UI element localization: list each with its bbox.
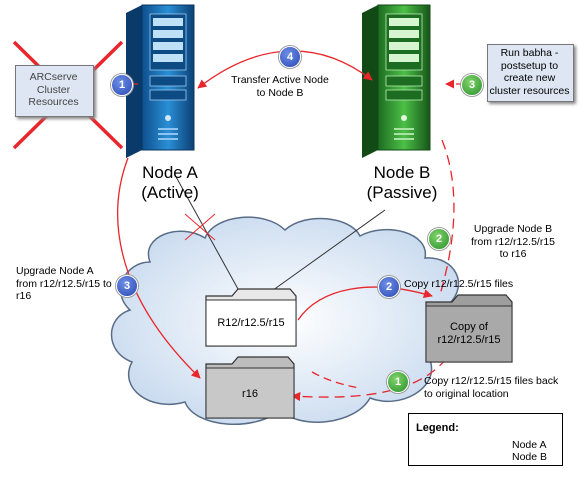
node-a-title: Node A (Active)	[120, 163, 220, 203]
cluster-resources-label: ARCserve Cluster Resources	[28, 71, 79, 108]
transfer-label: Transfer Active Node to Node B	[231, 74, 329, 99]
legend-node-b-label: Node B	[512, 451, 548, 463]
node-a-name: Node A	[142, 163, 198, 182]
folder-copy-label: Copy of r12/r12.5/r15	[437, 321, 501, 346]
arrow-step3-upgrade-a	[117, 157, 201, 379]
copy-back-label: Copy r12/r12.5/r15 files back to origina…	[424, 375, 559, 400]
step-badge-a3: 3	[116, 275, 138, 297]
step-badge-b3: 3	[461, 74, 483, 96]
cancel-cross-icon	[184, 213, 216, 241]
step-badge-a4: 4	[279, 46, 301, 68]
folder-copy-icon	[425, 294, 513, 363]
node-b-name: Node B	[373, 163, 431, 182]
folder-r16-label: r16	[242, 388, 258, 400]
step-badge-a1: 1	[111, 74, 133, 96]
node-b-state: (Passive)	[366, 183, 438, 202]
folder-old-label: R12/r12.5/r15	[217, 317, 285, 329]
node-a-state: (Active)	[141, 183, 199, 202]
node-b-to-folder-line	[261, 209, 386, 299]
legend-title: Legend:	[416, 422, 459, 434]
node-b-title: Node B (Passive)	[352, 163, 452, 203]
step-badge-b2: 2	[428, 228, 450, 250]
step-badge-b1: 1	[387, 371, 409, 393]
upgrade-node-b-label: Upgrade Node B from r12/r12.5/r15 to r16	[470, 223, 556, 260]
arrow-dashed-node-b	[439, 139, 455, 297]
legend-node-a-label: Node A	[512, 439, 547, 451]
folder-r16-icon	[205, 356, 295, 419]
cluster-resources-box	[15, 65, 94, 117]
legend-box	[408, 413, 563, 466]
node-b-server-icon	[362, 4, 431, 158]
upgrade-node-a-label: Upgrade Node A from r12/r12.5/r15 to r16	[16, 265, 112, 302]
run-postsetup-label: Run babha -postsetup to create new clust…	[489, 47, 570, 97]
step-badge-a2: 2	[378, 276, 400, 298]
copy-files-label: Copy r12/r12.5/r15 files	[404, 278, 514, 290]
arrow-dashed-short	[311, 371, 361, 389]
node-a-to-folder-line	[174, 174, 244, 299]
run-postsetup-box	[487, 44, 574, 102]
folder-old-icon	[205, 288, 297, 347]
node-a-server-icon	[126, 4, 195, 158]
arrow-step2-copy	[297, 286, 433, 321]
